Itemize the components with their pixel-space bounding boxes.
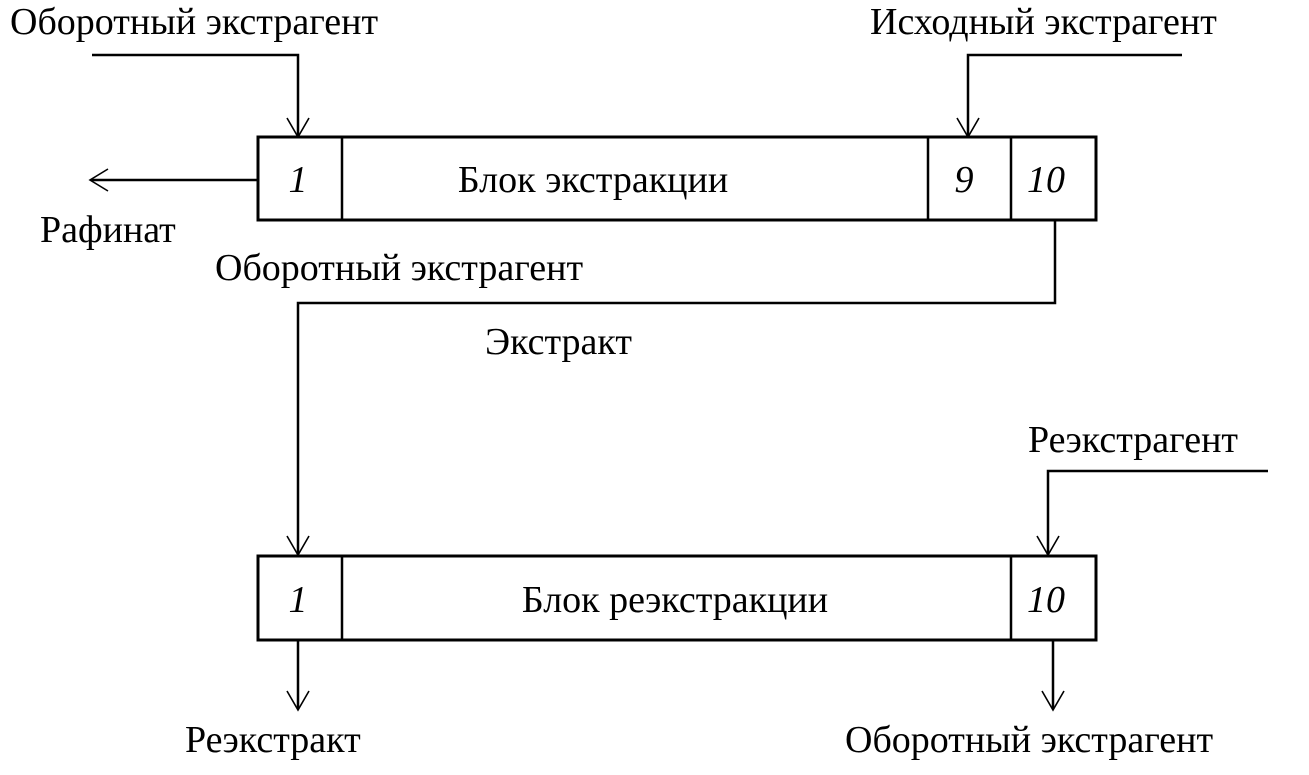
reextraction-block: 1 Блок реэкстракции 10 — [256, 554, 1098, 642]
extraction-block-title: Блок экстракции — [458, 159, 728, 201]
reextraction-stage-1: 1 — [289, 579, 308, 621]
arrowhead-icon — [1041, 690, 1065, 712]
initial-extractant-input-line — [966, 53, 1182, 136]
label-recycled-extractant-mid: Оборотный экстрагент — [215, 247, 584, 289]
label-reextractant: Реэкстрагент — [1028, 419, 1238, 461]
reextractant-input-line — [1046, 469, 1268, 554]
label-reextract: Реэкстракт — [185, 719, 361, 761]
extraction-stage-1: 1 — [289, 159, 308, 201]
label-recycled-extractant-input: Оборотный экстрагент — [10, 1, 379, 43]
label-extract: Экстракт — [485, 321, 632, 363]
label-recycled-extractant-output: Оборотный экстрагент — [845, 719, 1214, 761]
recycled-extractant-input-line — [92, 53, 300, 136]
reextraction-block-title: Блок реэкстракции — [522, 579, 828, 621]
label-raffinate: Рафинат — [40, 209, 176, 251]
extraction-block: 1 Блок экстракции 9 10 — [256, 135, 1098, 222]
extraction-stage-10: 10 — [1027, 159, 1065, 201]
extraction-stage-9: 9 — [955, 159, 974, 201]
arrowhead-icon — [286, 690, 310, 712]
reextraction-stage-10: 10 — [1027, 579, 1065, 621]
arrowhead-icon — [88, 168, 109, 192]
extract-line — [296, 220, 1057, 554]
label-initial-extractant: Исходный экстрагент — [870, 1, 1217, 43]
